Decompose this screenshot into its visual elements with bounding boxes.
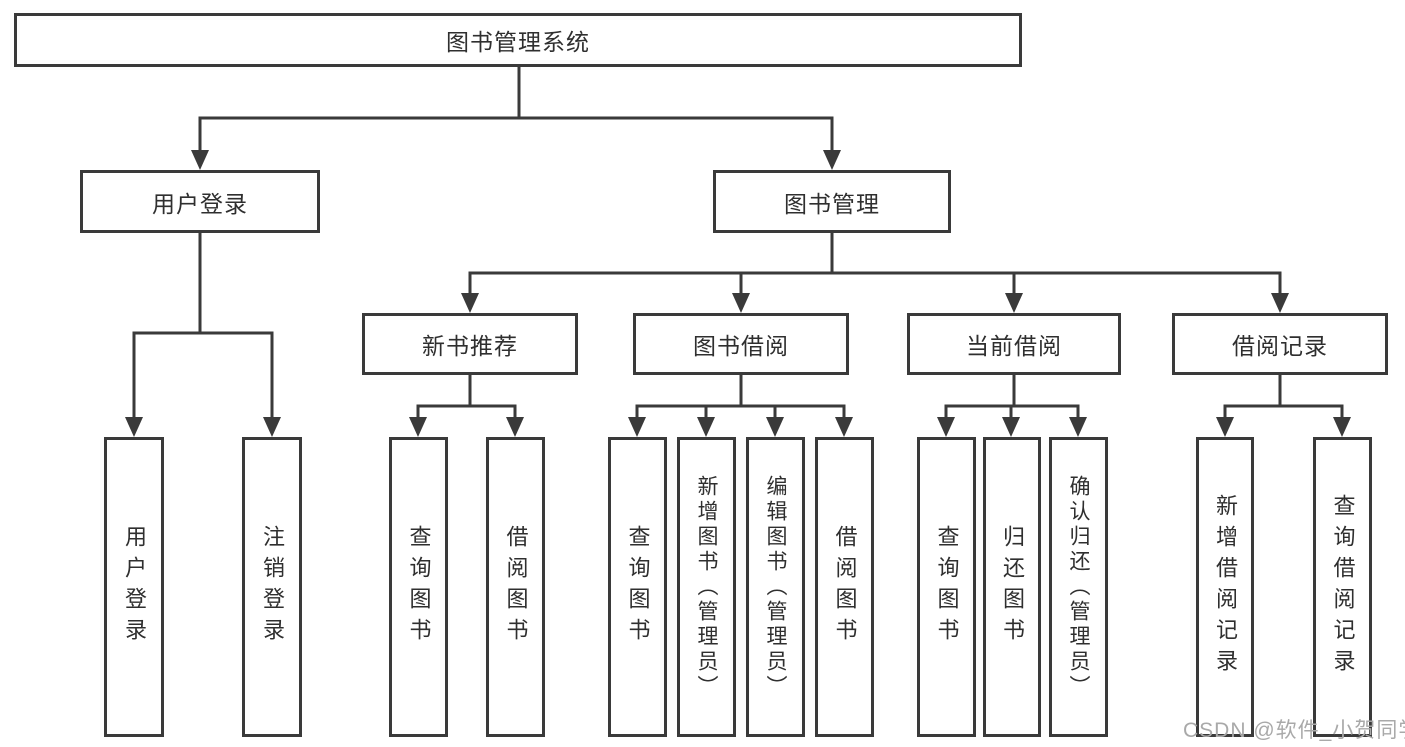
- leaf-user-login: 用户登录: [104, 437, 164, 737]
- leaf-confirm-return-admin: 确认归还（管理员）: [1049, 437, 1108, 737]
- leaf-add-borrow-record: 新增借阅记录: [1196, 437, 1254, 737]
- leaf-borrow-books-recommend: 借阅图书: [486, 437, 545, 737]
- leaf-label: 确认归还（管理员）: [1067, 474, 1090, 700]
- leaf-query-books-borrow: 查询图书: [608, 437, 667, 737]
- node-borrow-records: 借阅记录: [1172, 313, 1388, 375]
- node-book-borrow: 图书借阅: [633, 313, 849, 375]
- leaf-add-book-admin: 新增图书（管理员）: [677, 437, 736, 737]
- node-label: 借阅记录: [1232, 333, 1328, 359]
- leaf-label: 归还图书: [1000, 525, 1025, 649]
- leaf-edit-book-admin: 编辑图书（管理员）: [746, 437, 805, 737]
- leaf-return-books: 归还图书: [983, 437, 1041, 737]
- watermark: CSDN @软件_小贺同学: [1183, 719, 1405, 742]
- leaf-label: 查询图书: [406, 525, 432, 649]
- leaf-label: 用户登录: [122, 525, 147, 649]
- node-label: 当前借阅: [966, 333, 1062, 359]
- leaf-label: 借阅图书: [832, 525, 858, 649]
- node-book-management: 图书管理: [713, 170, 951, 233]
- node-new-book-recommend: 新书推荐: [362, 313, 578, 375]
- leaf-query-books-current: 查询图书: [917, 437, 976, 737]
- leaf-query-borrow-record: 查询借阅记录: [1313, 437, 1372, 737]
- node-library-management-system: 图书管理系统: [14, 13, 1022, 67]
- node-label: 新书推荐: [422, 333, 518, 359]
- leaf-borrow-books-2: 借阅图书: [815, 437, 874, 737]
- node-user-login: 用户登录: [80, 170, 320, 233]
- leaf-label: 注销登录: [260, 525, 285, 649]
- leaf-label: 查询借阅记录: [1330, 494, 1356, 680]
- leaf-label: 借阅图书: [503, 525, 529, 649]
- leaf-label: 新增图书（管理员）: [695, 474, 718, 700]
- leaf-label: 查询图书: [625, 525, 651, 649]
- leaf-label: 新增借阅记录: [1213, 494, 1238, 680]
- leaf-label: 编辑图书（管理员）: [764, 474, 787, 700]
- node-label: 图书管理: [784, 190, 880, 217]
- node-current-borrow: 当前借阅: [907, 313, 1121, 375]
- leaf-label: 查询图书: [934, 525, 960, 649]
- leaf-logout: 注销登录: [242, 437, 302, 737]
- node-label: 用户登录: [152, 190, 248, 217]
- node-label: 图书借阅: [693, 333, 789, 359]
- node-label: 图书管理系统: [446, 29, 590, 55]
- leaf-query-books-recommend: 查询图书: [389, 437, 448, 737]
